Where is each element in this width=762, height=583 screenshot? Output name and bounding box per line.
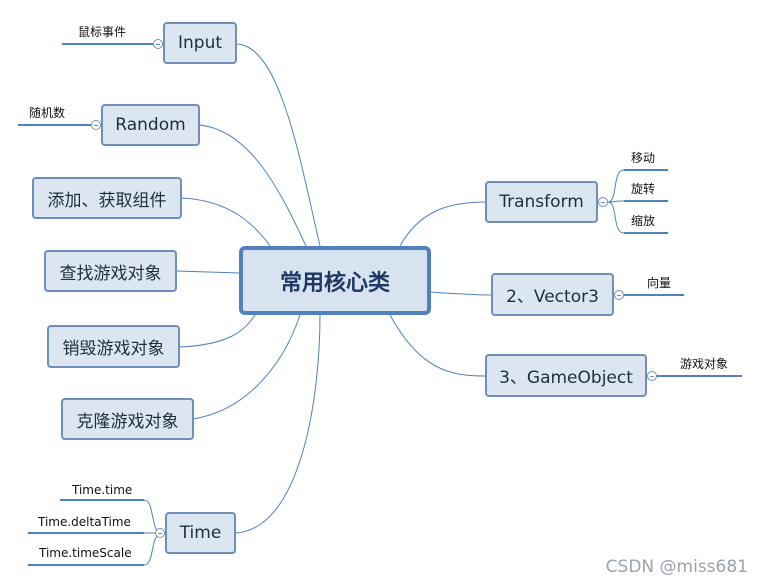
leaf-rotate[interactable]: 旋转 xyxy=(631,182,656,196)
node-add-get-component-label: 添加、获取组件 xyxy=(47,190,167,211)
watermark: CSDN @miss681 xyxy=(605,557,748,577)
leaf-underline xyxy=(624,169,668,171)
node-time[interactable]: Time xyxy=(165,512,236,554)
leaf-scale[interactable]: 缩放 xyxy=(631,214,656,228)
node-random-label: Random xyxy=(115,115,186,135)
leaf-vector[interactable]: 向量 xyxy=(647,276,672,290)
link-add-get-component xyxy=(180,197,271,247)
node-destroy-gameobject-label: 销毁游戏对象 xyxy=(62,339,165,359)
leaf-underline xyxy=(28,564,144,566)
leaf-underline xyxy=(62,43,153,45)
collapse-toggle-icon[interactable] xyxy=(647,371,657,381)
link-random xyxy=(198,124,307,247)
collapse-toggle-icon[interactable] xyxy=(91,120,101,130)
central-topic[interactable]: 常用核心类 xyxy=(239,246,431,315)
link-transform-move xyxy=(607,169,625,203)
link-vector3 xyxy=(429,291,493,296)
node-find-gameobject[interactable]: 查找游戏对象 xyxy=(44,250,177,292)
leaf-underline xyxy=(624,294,684,296)
node-destroy-gameobject[interactable]: 销毁游戏对象 xyxy=(47,325,180,368)
leaf-move[interactable]: 移动 xyxy=(631,151,656,165)
link-find-gameobject xyxy=(175,270,241,274)
leaf-time-timescale[interactable]: Time.timeScale xyxy=(39,546,132,560)
link-gameobject xyxy=(389,314,487,377)
link-transform-rotate xyxy=(607,200,625,203)
node-add-get-component[interactable]: 添加、获取组件 xyxy=(32,177,182,219)
link-input xyxy=(235,43,321,247)
node-gameobject[interactable]: 3、GameObject xyxy=(485,354,647,397)
leaf-underline xyxy=(28,532,144,534)
leaf-underline xyxy=(624,232,668,234)
node-clone-gameobject-label: 克隆游戏对象 xyxy=(76,411,179,432)
collapse-toggle-icon[interactable] xyxy=(614,290,624,300)
node-clone-gameobject[interactable]: 克隆游戏对象 xyxy=(61,398,194,440)
leaf-underline xyxy=(60,499,144,501)
node-time-label: Time xyxy=(179,523,222,543)
node-input-label: Input xyxy=(177,33,223,53)
leaf-time-deltatime[interactable]: Time.deltaTime xyxy=(38,515,131,529)
leaf-time-time[interactable]: Time.time xyxy=(72,483,133,497)
central-topic-label: 常用核心类 xyxy=(279,270,390,296)
link-transform-scale xyxy=(607,201,625,234)
leaf-underline xyxy=(624,200,668,202)
leaf-underline xyxy=(18,124,91,126)
node-vector3-label: 2、Vector3 xyxy=(506,287,599,307)
leaf-mouse-event[interactable]: 鼠标事件 xyxy=(78,25,127,39)
leaf-random-number[interactable]: 随机数 xyxy=(29,106,66,120)
node-input[interactable]: Input xyxy=(163,22,237,64)
leaf-gameobject[interactable]: 游戏对象 xyxy=(680,357,729,371)
node-gameobject-label: 3、GameObject xyxy=(499,368,633,388)
node-random[interactable]: Random xyxy=(101,104,200,146)
collapse-toggle-icon[interactable] xyxy=(155,528,165,538)
link-clone-gameobject xyxy=(192,314,301,420)
collapse-toggle-icon[interactable] xyxy=(598,197,608,207)
link-transform xyxy=(399,201,487,247)
node-vector3[interactable]: 2、Vector3 xyxy=(491,273,614,316)
link-time xyxy=(234,314,321,534)
node-transform-label: Transform xyxy=(499,192,584,212)
node-transform[interactable]: Transform xyxy=(485,181,598,223)
node-find-gameobject-label: 查找游戏对象 xyxy=(59,263,162,284)
collapse-toggle-icon[interactable] xyxy=(153,39,163,49)
leaf-underline xyxy=(657,375,742,377)
link-destroy-gameobject xyxy=(178,314,256,348)
